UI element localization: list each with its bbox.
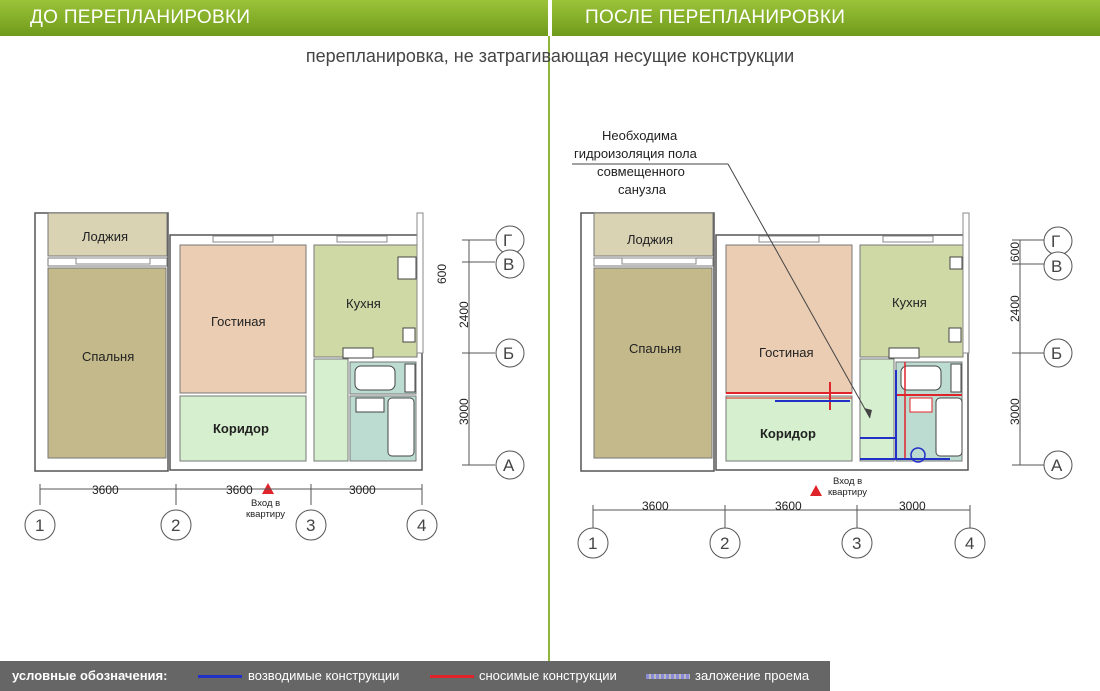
axis-1: 1 <box>35 516 44 535</box>
room-loggia-after <box>593 212 714 257</box>
label-corridor: Коридор <box>213 421 269 436</box>
dim-3000: 3000 <box>457 398 471 425</box>
axis-4-after: 4 <box>965 534 974 553</box>
axis-4: 4 <box>417 516 426 535</box>
plan-after: Лоджия Спальня Гостиная Кухня Коридор Не… <box>572 128 1073 559</box>
room-corridor <box>179 395 307 462</box>
entrance-after-line1: Вход в <box>833 476 862 487</box>
label-living-after: Гостиная <box>759 345 814 360</box>
dim-600: 600 <box>435 264 449 284</box>
axis-G-after: Г <box>1051 232 1060 251</box>
dim-3-4: 3000 <box>349 483 376 497</box>
floor-plans: Лоджия Спальня Гостиная Кухня Коридор Вх… <box>24 128 1073 559</box>
room-bedroom <box>47 267 167 459</box>
header-before: ДО ПЕРЕПЛАНИРОВКИ <box>0 0 548 36</box>
label-kitchen: Кухня <box>346 296 381 311</box>
dim-1-2-after: 3600 <box>642 499 669 513</box>
legend-new-line <box>198 675 242 678</box>
dim-3-4-after: 3000 <box>899 499 926 513</box>
axis-A: А <box>503 456 515 475</box>
label-loggia-after: Лоджия <box>627 232 673 247</box>
dim-600-after: 600 <box>1008 242 1022 262</box>
axis-V: В <box>503 255 514 274</box>
room-hall <box>313 358 349 462</box>
legend-removed-line <box>430 675 474 678</box>
axis-3: 3 <box>306 516 315 535</box>
dim-1-2: 3600 <box>92 483 119 497</box>
plan-before: Лоджия Спальня Гостиная Кухня Коридор Вх… <box>24 212 525 541</box>
header-after: ПОСЛЕ ПЕРЕПЛАНИРОВКИ <box>552 0 1100 36</box>
axis-V-after: В <box>1051 257 1062 276</box>
axis-A-after: А <box>1051 456 1063 475</box>
axis-2: 2 <box>171 516 180 535</box>
label-corridor-after: Коридор <box>760 426 816 441</box>
dim-2400: 2400 <box>457 301 471 328</box>
label-loggia: Лоджия <box>82 229 128 244</box>
room-bedroom-after <box>593 267 713 459</box>
label-kitchen-after: Кухня <box>892 295 927 310</box>
axis-1-after: 1 <box>588 534 597 553</box>
axis-2-after: 2 <box>720 534 729 553</box>
entrance-marker-after <box>810 485 822 496</box>
axis-3-after: 3 <box>852 534 861 553</box>
room-living-after <box>725 244 853 394</box>
label-living: Гостиная <box>211 314 266 329</box>
axis-B: Б <box>503 344 514 363</box>
note-line1: Необходима <box>602 128 678 143</box>
legend-opening-line <box>646 674 690 679</box>
subtitle: перепланировка, не затрагивающая несущие… <box>305 46 795 66</box>
note-line2: гидроизоляция пола <box>574 146 698 161</box>
label-bedroom: Спальня <box>82 349 134 364</box>
legend-opening-label: заложение проема <box>695 668 810 683</box>
note-line4: санузла <box>618 182 667 197</box>
entrance-after-line2: квартиру <box>828 487 867 498</box>
axis-G: Г <box>503 231 512 250</box>
dim-2-3-after: 3600 <box>775 499 802 513</box>
entrance-line2: квартиру <box>246 509 285 520</box>
legend-new-label: возводимые конструкции <box>248 668 400 683</box>
axis-B-after: Б <box>1051 344 1062 363</box>
dim-3000-after: 3000 <box>1008 398 1022 425</box>
entrance-line1: Вход в <box>251 498 280 509</box>
legend-removed-label: сносимые конструкции <box>479 668 617 683</box>
room-loggia <box>47 212 168 257</box>
label-bedroom-after: Спальня <box>629 341 681 356</box>
center-divider <box>548 36 550 661</box>
legend-bar: условные обозначения: возводимые констру… <box>0 661 830 691</box>
note-line3: совмещенного <box>597 164 685 179</box>
dim-2400-after: 2400 <box>1008 295 1022 322</box>
room-living <box>179 244 307 394</box>
legend-title: условные обозначения: <box>12 668 168 683</box>
dim-2-3: 3600 <box>226 483 253 497</box>
